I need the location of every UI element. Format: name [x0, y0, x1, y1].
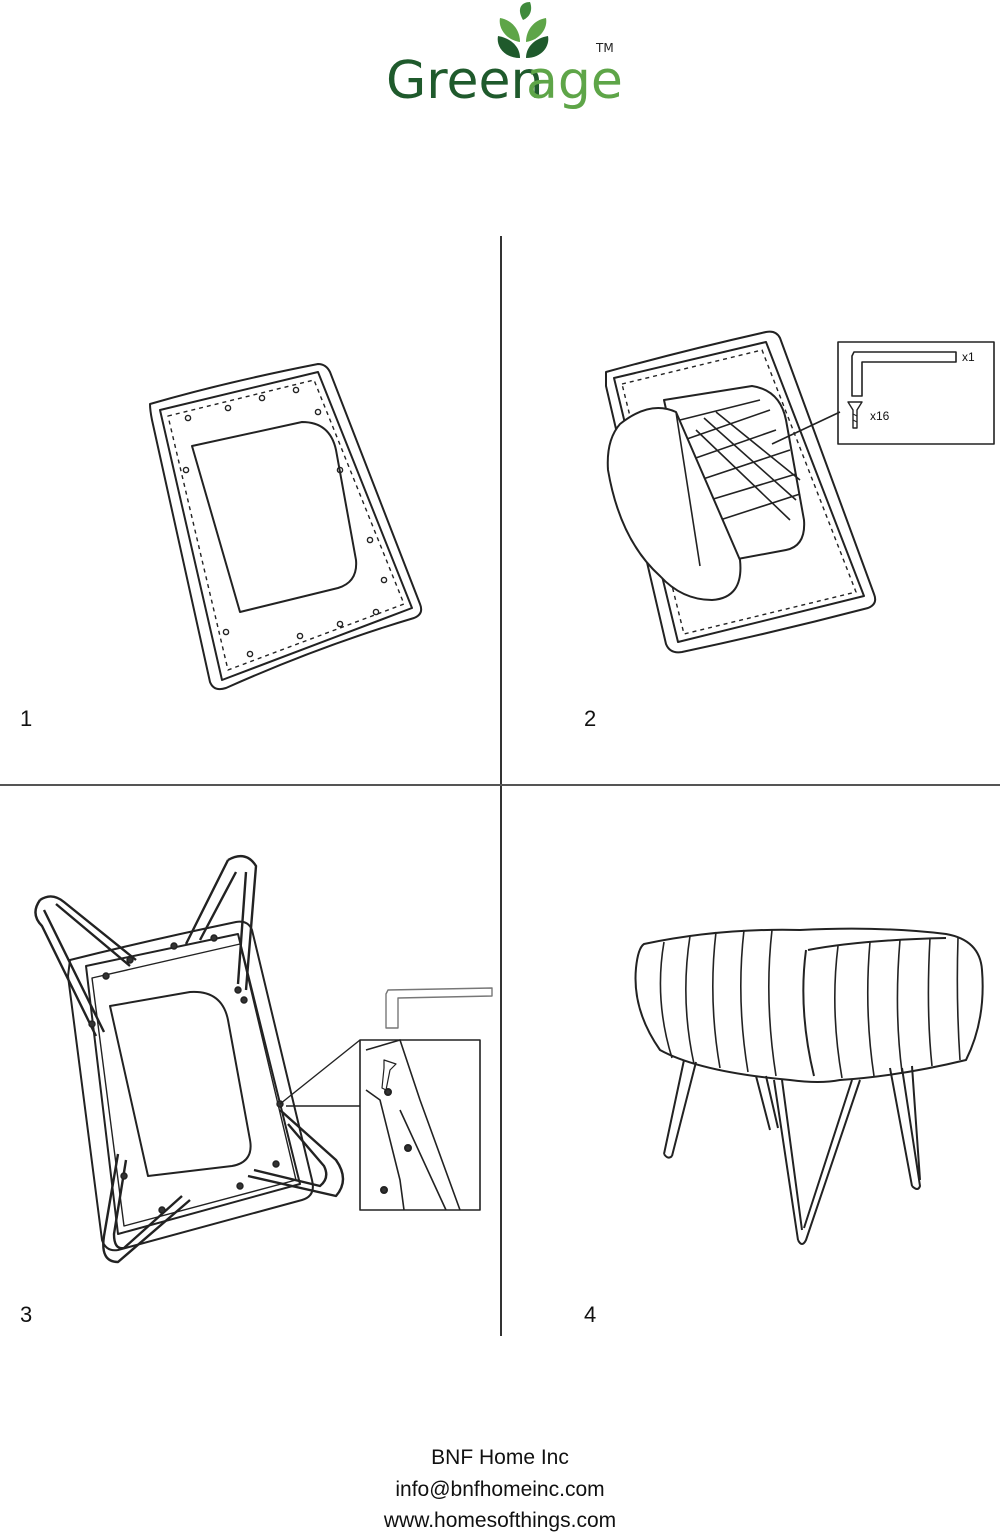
- seat-cushion-outline: [67, 920, 314, 1252]
- step-3-number: 3: [20, 1302, 33, 1327]
- trademark-mark: TM: [595, 41, 614, 55]
- box-lid: [606, 407, 742, 601]
- hardware-callout: [837, 341, 995, 445]
- seat-board: [191, 421, 358, 613]
- step-3-illustration: [34, 854, 493, 1264]
- seat-cushion-outline: [605, 330, 877, 654]
- screw-icon: [381, 1059, 397, 1091]
- allen-key-icon: [851, 351, 957, 397]
- step-2-number: 2: [584, 706, 597, 731]
- leaf-icon: [497, 2, 549, 58]
- seat-board: [109, 990, 252, 1177]
- footer-company: BNF Home Inc: [431, 1446, 569, 1469]
- screw-icon: [847, 401, 863, 429]
- footer-email[interactable]: info@bnfhomeinc.com: [395, 1478, 605, 1501]
- detail-callout: [359, 1039, 481, 1211]
- allen-key-quantity: x1: [962, 350, 975, 364]
- brand-logo: Green age TM: [386, 2, 623, 111]
- footer-website[interactable]: www.homesofthings.com: [383, 1509, 617, 1532]
- hairpin-leg: [34, 854, 345, 1264]
- brand-name-green: Green: [386, 51, 543, 111]
- leg-bundle: [679, 399, 801, 521]
- step-1-illustration: [149, 363, 423, 691]
- step-1-number: 1: [20, 706, 33, 731]
- step-2-illustration: x1 x16: [605, 330, 995, 654]
- screw-quantity: x16: [870, 409, 890, 423]
- step-4-illustration: [634, 927, 984, 1245]
- seat-cushion-outline: [149, 363, 423, 691]
- step-4-number: 4: [584, 1302, 597, 1327]
- allen-key-icon: [385, 987, 493, 1029]
- seat-board: [663, 385, 806, 567]
- ottoman-seat: [634, 927, 984, 1083]
- hairpin-leg: [663, 1059, 921, 1245]
- brand-name-age: age: [526, 51, 623, 111]
